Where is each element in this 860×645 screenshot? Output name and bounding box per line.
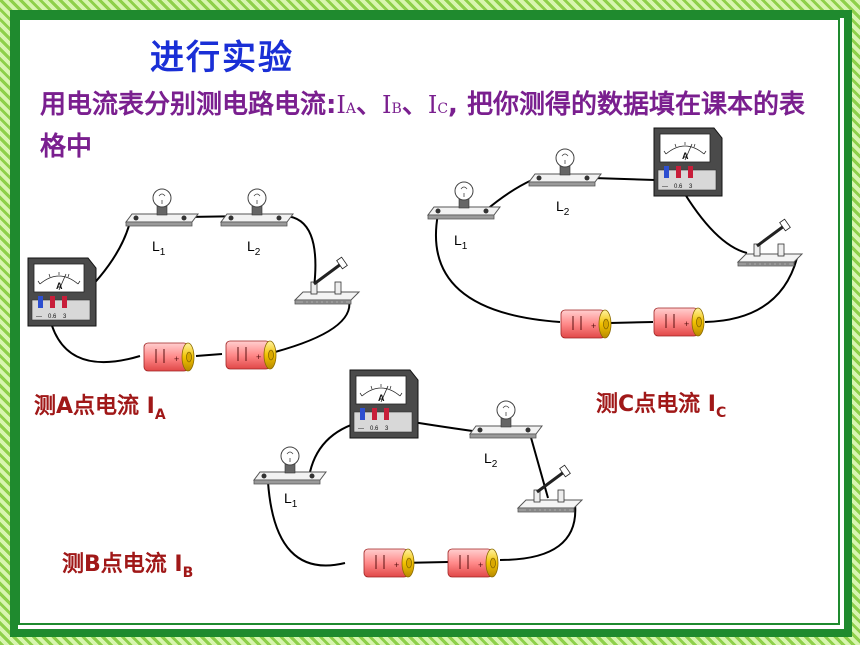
circuit-b-wires xyxy=(267,419,577,567)
caption-circuit-b: 测B点电流 IB xyxy=(62,552,194,581)
circuit-c-wires xyxy=(435,177,798,324)
label-c-l2: L2 xyxy=(556,198,570,218)
label-a-l1: L1 xyxy=(152,238,166,258)
cell-c-1 xyxy=(560,309,612,339)
bulb-b-l2 xyxy=(469,400,543,439)
caption-circuit-a: 测A点电流 IA xyxy=(34,394,166,423)
bulb-a-l2 xyxy=(220,188,294,227)
cell-b-1 xyxy=(363,548,415,578)
switch-b xyxy=(516,463,584,514)
symbol-ia: IA xyxy=(336,91,357,119)
task-suffix: 把你测得的数据填在课本的表格中 xyxy=(40,90,805,162)
switch-c xyxy=(736,217,804,268)
cell-b-2 xyxy=(447,548,499,578)
bulb-b-l1 xyxy=(253,446,327,485)
bulb-a-l1 xyxy=(125,188,199,227)
circuit-a xyxy=(27,188,361,372)
label-c-l1: L1 xyxy=(454,232,468,252)
ammeter-b xyxy=(349,369,419,439)
symbol-ic: IC xyxy=(427,91,449,119)
slide-frame xyxy=(10,10,852,637)
switch-a xyxy=(293,255,361,306)
bulb-c-l1 xyxy=(427,181,501,220)
ammeter-a xyxy=(27,257,97,327)
cell-a-2 xyxy=(225,340,277,370)
cell-a-1 xyxy=(143,342,195,372)
label-a-l2: L2 xyxy=(247,238,261,258)
cell-c-2 xyxy=(653,307,705,337)
task-prefix: 用电流表分别测电路电流: xyxy=(40,90,337,120)
label-b-l1: L1 xyxy=(284,490,298,510)
slide-title: 进行实验 xyxy=(150,38,294,78)
circuit-b xyxy=(253,369,584,578)
task-instruction: 用电流表分别测电路电流:IA、IB、IC, 把你测得的数据填在课本的表格中 xyxy=(40,90,805,162)
symbol-ib: IB xyxy=(382,91,402,119)
caption-circuit-c: 测C点电流 IC xyxy=(596,392,727,421)
label-b-l2: L2 xyxy=(484,450,498,470)
